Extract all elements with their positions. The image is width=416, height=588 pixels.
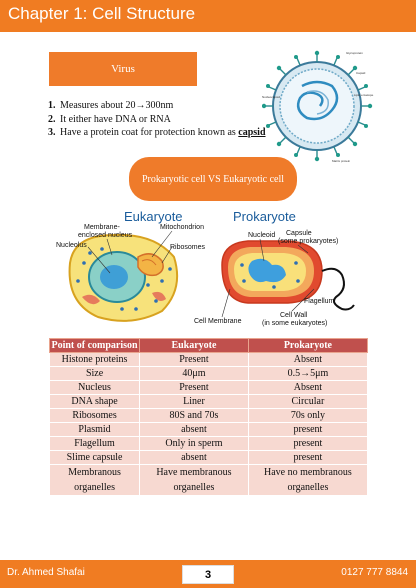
page-header: Chapter 1: Cell Structure: [0, 0, 416, 32]
flagellum-label: Flagellum: [304, 298, 335, 305]
ribosomes-label: Ribosomes: [170, 244, 206, 251]
capsule-label: Capsule: [286, 230, 312, 237]
virus-facts-list: 1.Measures about 20→300nm 2.It either ha…: [48, 99, 266, 140]
column-header: Prokaryote: [247, 338, 369, 353]
list-item: 2.It either have DNA or RNA: [48, 113, 171, 125]
page-number: 3: [182, 565, 234, 584]
column-header: Point of comparison: [48, 338, 141, 353]
cell-wall-label: Cell Wall: [280, 312, 308, 319]
arrow-icon: →: [135, 100, 146, 111]
glycoprotein-label: Glycoprotein: [346, 51, 363, 55]
virus-diagram: Glycoprotein Capsid Lipid envelope Nucle…: [262, 50, 374, 163]
cell-comparison-diagram: Eukaryote Prokaryote Membrane-enclosed n…: [56, 209, 355, 327]
cell-wall-note-label: (in some eukaryotes): [262, 320, 327, 327]
capsule-note-label: (some prokaryotes): [278, 238, 338, 245]
nucleoid-label: Nucleoid: [248, 232, 275, 239]
list-item: 1.Measures about 20→300nm: [48, 100, 174, 111]
chapter-title: Chapter 1: Cell Structure: [8, 4, 196, 23]
cell-membrane-label: Cell Membrane: [194, 318, 242, 325]
mitochondrion-label: Mitochondrion: [160, 224, 204, 231]
eukaryote-title: Eukaryote: [124, 209, 183, 224]
phone-number: 0127 777 8844: [341, 567, 408, 578]
comparison-table: Point of comparison Eukaryote Prokaryote…: [48, 338, 369, 496]
membrane-nucleus-label: Membrane-enclosed nucleus: [78, 224, 133, 239]
table-header-row: Point of comparison Eukaryote Prokaryote: [48, 338, 369, 353]
virus-banner: Virus: [49, 52, 197, 86]
matrix-protein-label: Matrix protein: [332, 159, 351, 163]
column-header: Eukaryote: [139, 338, 249, 353]
nucleocapsid-label: Nucleocapsid: [262, 95, 280, 99]
capsid-label: Capsid: [356, 71, 366, 75]
nucleolus-label: Nucleolus: [56, 242, 87, 249]
author-name: Dr. Ahmed Shafai: [7, 567, 85, 578]
list-item: 3.Have a protein coat for protection kno…: [48, 127, 266, 138]
prokaryotic-cell: [221, 240, 355, 311]
prokaryote-title: Prokaryote: [233, 209, 296, 224]
comparison-banner: Prokaryotic cell VS Eukaryotic cell: [129, 157, 297, 201]
lipid-envelope-label: Lipid envelope: [354, 93, 374, 97]
